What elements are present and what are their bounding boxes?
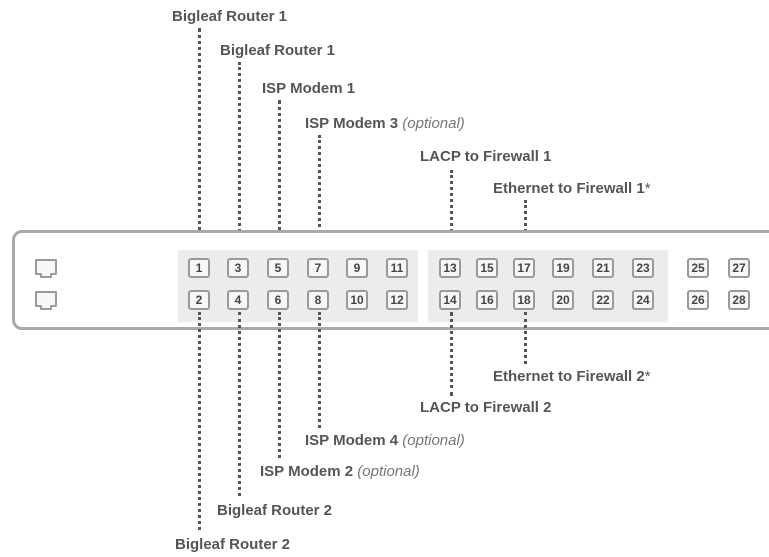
port-18: 18	[513, 290, 535, 310]
label-text: ISP Modem 4	[305, 432, 399, 449]
label-text: ISP Modem 2	[260, 463, 354, 480]
port-group-1	[178, 250, 418, 322]
label-text: LACP to Firewall 1	[420, 148, 552, 165]
label-text: Ethernet to Firewall 1	[493, 180, 645, 197]
port-13: 13	[439, 258, 461, 278]
port-3: 3	[227, 258, 249, 278]
label-text: Bigleaf Router 2	[217, 502, 333, 519]
port-9: 9	[346, 258, 368, 278]
label-isp-modem-3: ISP Modem 3 (optional)	[305, 115, 465, 132]
leader-line-port-5	[278, 100, 281, 256]
port-23: 23	[632, 258, 654, 278]
label-isp-modem-4: ISP Modem 4 (optional)	[305, 432, 465, 449]
label-note: *	[644, 180, 651, 197]
port-group-2	[428, 250, 668, 322]
leader-line-port-6	[278, 312, 281, 458]
port-22: 22	[592, 290, 614, 310]
leader-line-port-13	[450, 170, 453, 256]
port-20: 20	[552, 290, 574, 310]
label-text: Bigleaf Router 2	[175, 536, 291, 553]
label-bigleaf-router-1-b: Bigleaf Router 1	[220, 42, 335, 59]
port-4: 4	[227, 290, 249, 310]
port-5: 5	[267, 258, 289, 278]
management-ethernet-port-icon	[35, 291, 57, 310]
label-text: ISP Modem 1	[262, 80, 356, 97]
leader-line-port-1	[198, 28, 201, 256]
label-note: *	[644, 368, 651, 385]
port-10: 10	[346, 290, 368, 310]
label-note: (optional)	[402, 115, 465, 132]
label-note: (optional)	[402, 432, 465, 449]
label-ethernet-firewall-1: Ethernet to Firewall 1*	[493, 180, 651, 197]
label-bigleaf-router-2-a: Bigleaf Router 2	[175, 536, 290, 553]
port-8: 8	[307, 290, 329, 310]
label-isp-modem-2: ISP Modem 2 (optional)	[260, 463, 420, 480]
port-17: 17	[513, 258, 535, 278]
leader-line-port-14	[450, 312, 453, 396]
label-bigleaf-router-1-a: Bigleaf Router 1	[172, 8, 287, 25]
port-6: 6	[267, 290, 289, 310]
port-1: 1	[188, 258, 210, 278]
label-bigleaf-router-2-b: Bigleaf Router 2	[217, 502, 332, 519]
console-port-icon	[35, 259, 57, 278]
label-text: Ethernet to Firewall 2	[493, 368, 645, 385]
leader-line-port-17	[524, 200, 527, 256]
label-lacp-firewall-1: LACP to Firewall 1	[420, 148, 551, 165]
leader-line-port-7	[318, 135, 321, 256]
label-text: Bigleaf Router 1	[220, 42, 336, 59]
leader-line-port-4	[238, 312, 241, 496]
port-2: 2	[188, 290, 210, 310]
port-12: 12	[386, 290, 408, 310]
leader-line-port-18	[524, 312, 527, 364]
port-25: 25	[687, 258, 709, 278]
label-text: Bigleaf Router 1	[172, 8, 288, 25]
leader-line-port-3	[238, 62, 241, 256]
leader-line-port-8	[318, 312, 321, 428]
label-ethernet-firewall-2: Ethernet to Firewall 2*	[493, 368, 651, 385]
port-21: 21	[592, 258, 614, 278]
port-24: 24	[632, 290, 654, 310]
label-text: ISP Modem 3	[305, 115, 399, 132]
port-16: 16	[476, 290, 498, 310]
label-lacp-firewall-2: LACP to Firewall 2	[420, 399, 551, 416]
leader-line-port-2	[198, 312, 201, 530]
port-14: 14	[439, 290, 461, 310]
label-note: (optional)	[357, 463, 420, 480]
port-11: 11	[386, 258, 408, 278]
port-28: 28	[728, 290, 750, 310]
port-27: 27	[728, 258, 750, 278]
label-text: LACP to Firewall 2	[420, 399, 552, 416]
port-7: 7	[307, 258, 329, 278]
port-26: 26	[687, 290, 709, 310]
port-19: 19	[552, 258, 574, 278]
port-15: 15	[476, 258, 498, 278]
label-isp-modem-1: ISP Modem 1	[262, 80, 355, 97]
